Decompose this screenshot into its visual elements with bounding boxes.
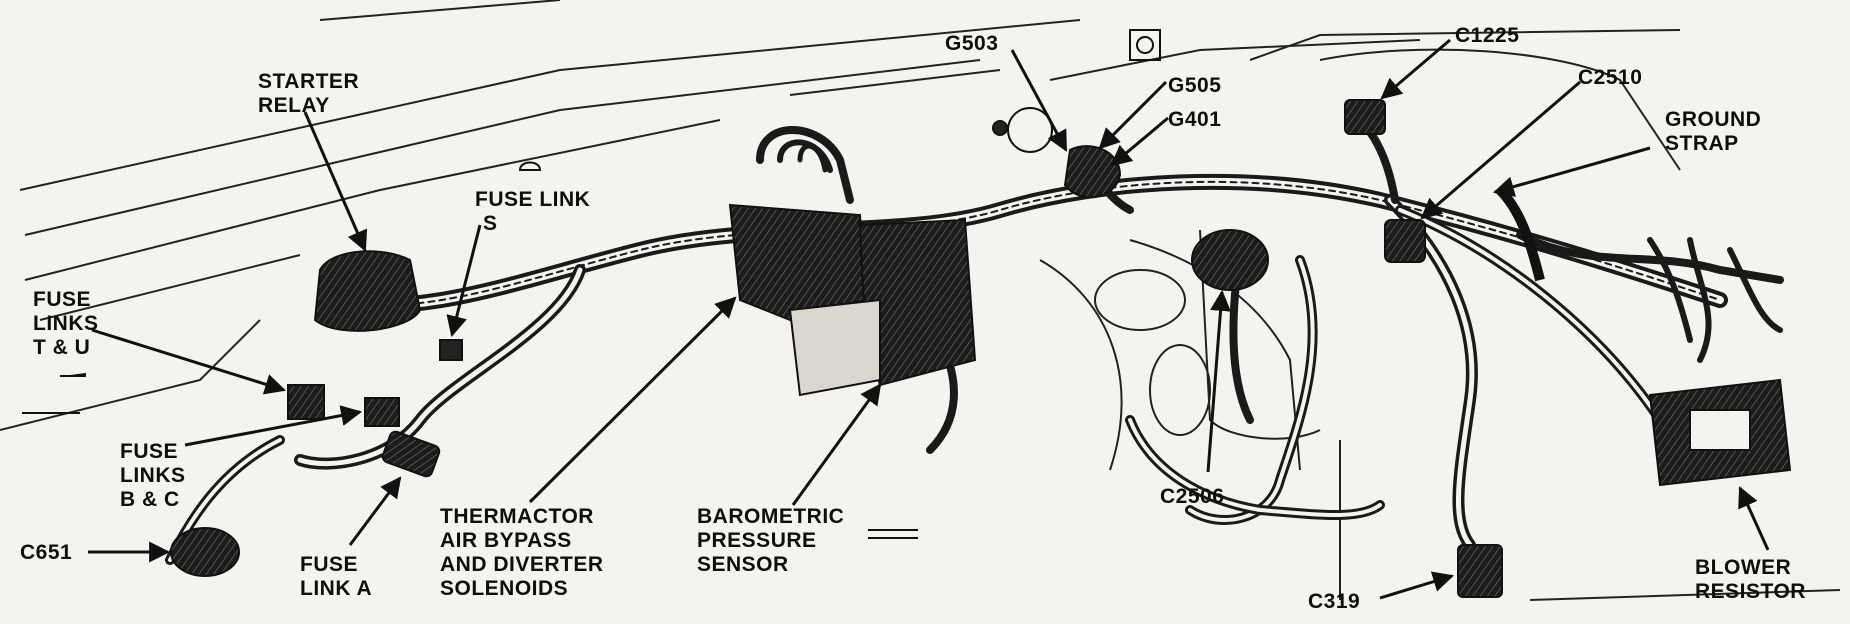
label-fuse-link-a: FUSE LINK A	[300, 553, 373, 600]
label-thermactor: THERMACTOR AIR BYPASS AND DIVERTER SOLEN…	[440, 505, 604, 600]
c2510-connector-body	[1384, 219, 1426, 263]
label-c319: C319	[1308, 590, 1361, 613]
fender-panel-lines	[0, 0, 1681, 431]
label-g503: G503	[945, 32, 999, 55]
label-fuse-link-s: FUSE LINK S	[475, 188, 591, 235]
label-barometric-pressure-sensor: BAROMETRIC PRESSURE SENSOR	[697, 505, 845, 576]
label-c651: C651	[20, 541, 73, 564]
label-ground-strap: GROUND STRAP	[1665, 108, 1762, 155]
leader-lines	[88, 38, 1770, 600]
label-c1225: C1225	[1455, 24, 1520, 47]
label-starter-relay: STARTER RELAY	[258, 70, 360, 117]
c319-connector-body	[1457, 544, 1503, 598]
g503-ground-cluster	[1063, 145, 1122, 199]
main-harness	[165, 116, 1784, 565]
baro-sensor-housing	[788, 298, 881, 397]
c2506-connector-body	[1191, 229, 1269, 291]
fuse-link-a-body	[381, 430, 441, 478]
fuse-link-s-body	[439, 339, 463, 361]
c1225-connector-body	[1344, 99, 1386, 135]
label-c2510: C2510	[1578, 66, 1643, 89]
solenoid-block-left	[728, 203, 867, 322]
label-fuse-links-b-c: FUSE LINKS B & C	[120, 440, 186, 511]
label-c2506: C2506	[1160, 485, 1225, 508]
label-fuse-links-t-u: FUSE LINKS T & U	[33, 288, 99, 359]
label-g401: G401	[1168, 108, 1222, 131]
c651-connector-body	[170, 527, 240, 577]
starter-relay-body	[313, 250, 422, 332]
label-g505: G505	[1168, 74, 1222, 97]
label-blower-resistor: BLOWER RESISTOR	[1695, 556, 1806, 603]
fuse-links-tu-body	[287, 384, 325, 420]
fuse-links-bc-body	[364, 397, 400, 427]
decorative-marks	[22, 373, 918, 539]
components	[170, 29, 1792, 598]
